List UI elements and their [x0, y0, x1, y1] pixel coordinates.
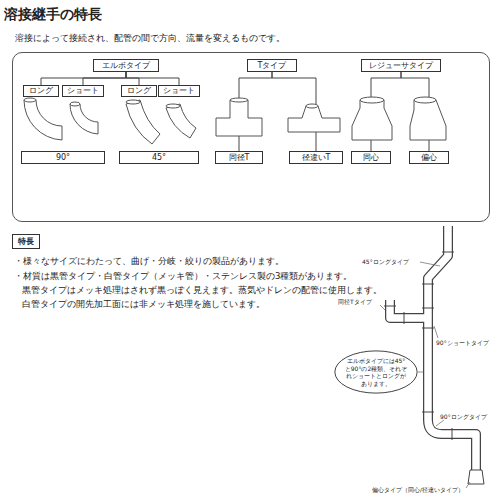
section-tag: 特長	[12, 234, 40, 249]
eccentric-reducer	[468, 470, 484, 484]
callout-label: 45°ロングタイプ	[362, 258, 409, 267]
variant-box: 径違いT	[289, 151, 343, 164]
subtitle-text: 溶接によって接続され、配管の間で方向、流量を変えるものです。	[15, 32, 285, 45]
node-text: ロング	[29, 87, 53, 95]
bullet-text: ・材質は黒管タイプ・白管タイプ（メッキ管）・ステンレス製の3種類があります。	[14, 271, 352, 283]
node-text: Tタイプ	[258, 62, 287, 70]
callout-oval: エルボタイプには45°と90°の2種類、それぞれショートとロングがあります。	[334, 350, 418, 394]
node-text: ロング	[127, 87, 151, 95]
callout-label: 偏心タイプ（同心/径違いタイプ）	[372, 486, 464, 495]
node-text: 同心	[363, 154, 379, 162]
variant-box: 同心	[351, 151, 391, 164]
node-text: 特長	[18, 236, 34, 247]
tree-connector	[126, 72, 179, 85]
note-text: 黒管タイプはメッキ処理はされず黒っぽく見えます。蒸気やドレンの配管に使用します。	[22, 285, 382, 297]
node-text: 偏心	[421, 154, 437, 162]
variant-box: ショート	[158, 85, 200, 97]
callout-label: 90°ロングタイプ	[440, 413, 487, 422]
node-text: 45°	[152, 154, 166, 162]
node-text: レジューサタイプ	[369, 62, 433, 70]
callout-label: 90°ショートタイプ	[436, 339, 489, 348]
group-panel: エルボタイプロング ショート ロング ショート 90° 45° Tタイプ同径T 径違いT レジュ…	[12, 52, 490, 222]
node-text: ショート	[67, 87, 99, 95]
node-text: エルボタイプには45°と90°の2種類、それぞれショートとロングがあります。	[344, 357, 408, 387]
node-text: 90°	[56, 154, 70, 162]
node-text: ショート	[163, 87, 195, 95]
variant-box: 偏心	[409, 151, 449, 164]
title: 溶接継手の特長	[4, 6, 102, 24]
variant-box: ロング	[23, 85, 59, 97]
variant-box: 同径T	[215, 151, 263, 164]
tree-connector	[83, 72, 126, 85]
type-box: レジューサタイプ	[361, 59, 441, 72]
node-text: 径違いT	[302, 154, 331, 162]
callout-label: 同径Tタイプ	[338, 298, 372, 307]
angle-box: 90°	[21, 151, 105, 164]
bullet-text: ・様々なサイズにわたって、曲げ・分岐・絞りの製品があります。	[14, 256, 284, 268]
angle-box: 45°	[119, 151, 199, 164]
tree-connector	[41, 72, 126, 85]
type-box: エルボタイプ	[93, 59, 159, 72]
node-text: 同径T	[229, 154, 250, 162]
note-text: 白管タイプの開先加工面には非メッキ処理を施しています。	[22, 299, 265, 311]
fitting-shapes	[24, 97, 446, 144]
node-text: エルボタイプ	[102, 62, 150, 70]
type-box: Tタイプ	[247, 59, 297, 72]
variant-box: ロング	[121, 85, 157, 97]
variant-box: ショート	[62, 85, 104, 97]
